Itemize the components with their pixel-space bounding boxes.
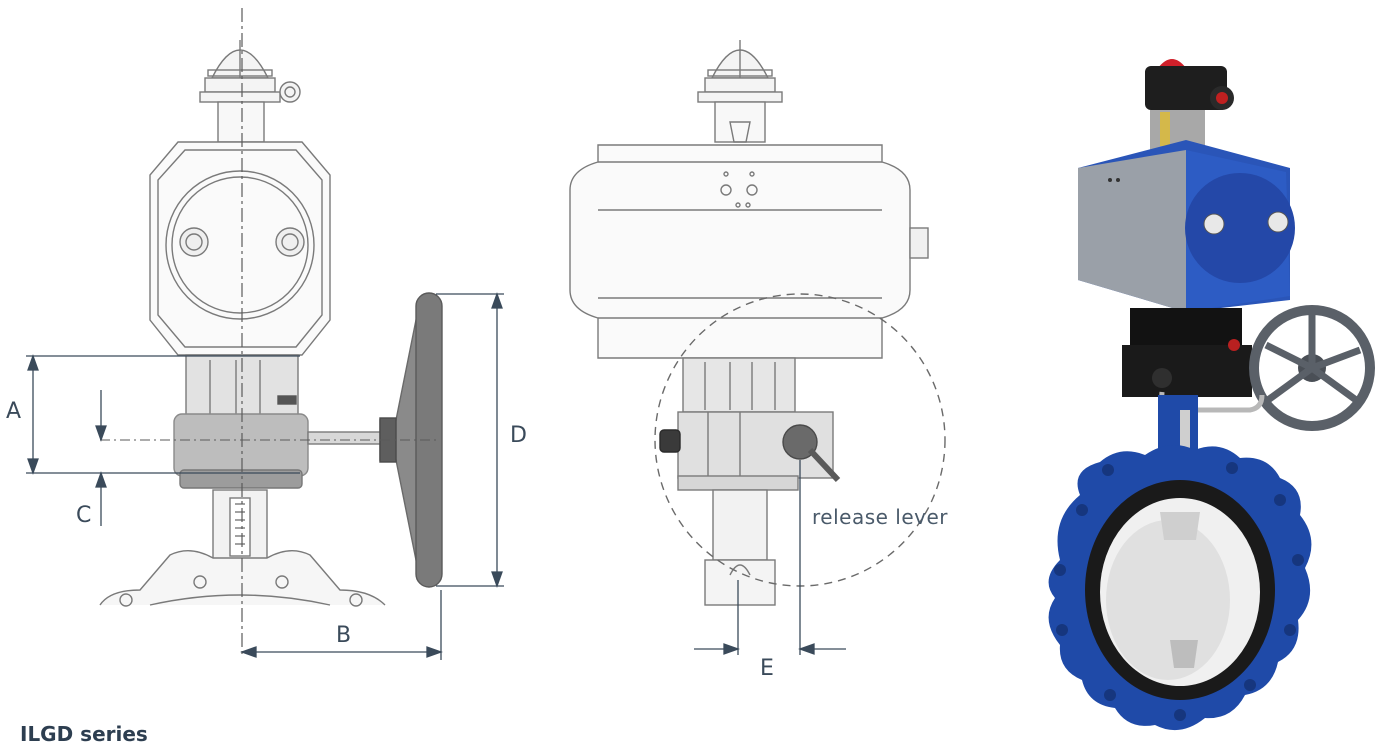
release-lever-label: release lever <box>812 505 949 529</box>
front-view-drawing <box>569 40 929 606</box>
valve-product-image <box>1048 59 1375 731</box>
dimension-d-label: D <box>510 423 527 448</box>
dimension-lines-front <box>694 460 846 655</box>
dimension-a-label: A <box>6 399 22 424</box>
dimension-e-label: E <box>760 656 774 681</box>
series-title: ILGD series <box>20 722 148 746</box>
dimension-b-label: B <box>336 623 352 648</box>
side-view-drawing <box>99 40 443 607</box>
dimension-c-label: C <box>76 503 92 528</box>
dimension-lines-side <box>26 292 504 660</box>
